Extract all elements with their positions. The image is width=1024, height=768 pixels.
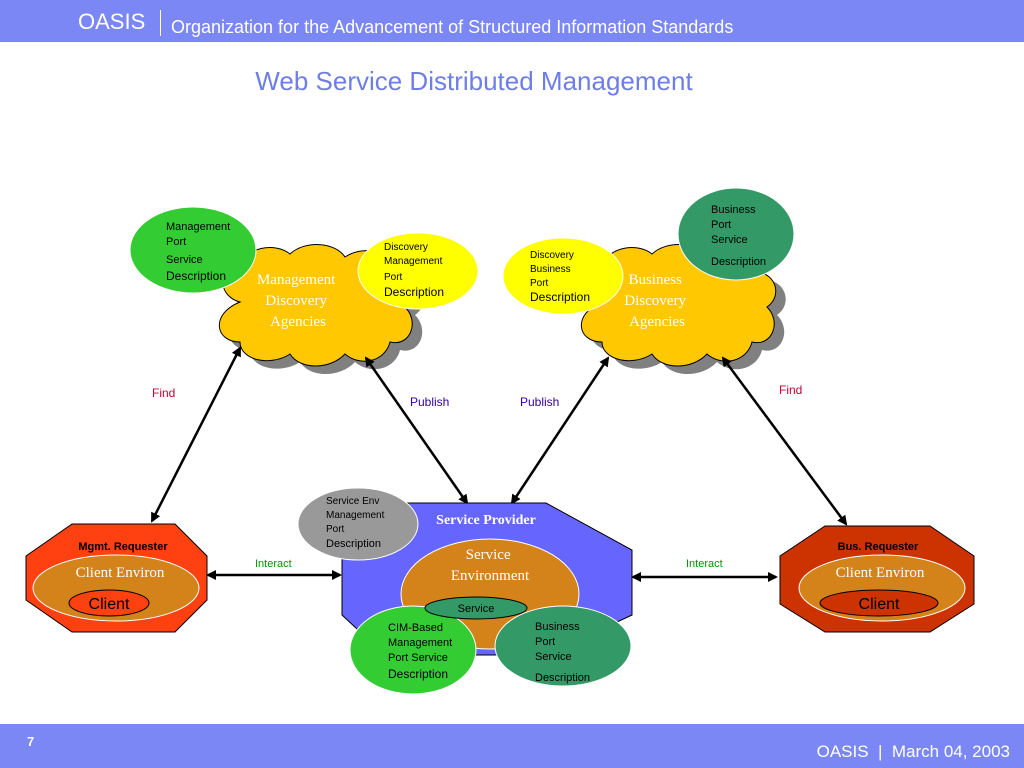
- service-environment-line: Environment: [451, 568, 530, 584]
- service-environment-line: Service: [466, 547, 511, 563]
- interact-label-left: Interact: [255, 558, 292, 570]
- bus-client-label: Client: [859, 596, 900, 613]
- discovery-business-port-description: Discovery Business Port Description: [502, 237, 624, 315]
- organization-name: Organization for the Advancement of Stru…: [171, 17, 734, 37]
- slide-title: Web Service Distributed Management: [255, 66, 693, 96]
- svg-text:Business Discovery: Business Discovery Agencies: [624, 272, 689, 330]
- interact-label-right: Interact: [686, 558, 723, 570]
- svg-text:Management Discovery: Management Discovery Agencies: [257, 272, 339, 330]
- svg-text:Service Environment: Service Environment: [451, 547, 530, 584]
- bus-client-environ-label: Client Environ: [836, 565, 925, 581]
- footer-bar: 7 OASIS | March 04, 2003: [0, 724, 1024, 768]
- page-number: 7: [27, 734, 35, 749]
- service-node: Service: [424, 596, 528, 620]
- bus-agency-line: Agencies: [629, 314, 685, 330]
- business-discovery-agencies-cloud: Business Discovery Agencies: [580, 244, 786, 374]
- svg-text:Discovery Business: Discovery Business Port Description: [530, 250, 590, 304]
- business-port-service-description-bottom: Business Port Service Description: [494, 605, 632, 687]
- discovery-management-port-description: Discovery Management Port Description: [357, 232, 479, 310]
- mgmt-requester: Mgmt. Requester Client Environ Client: [25, 523, 208, 633]
- mgmt-agency-line: Agencies: [270, 314, 326, 330]
- management-port-service-description: Management Port Service Description: [129, 206, 257, 294]
- bus-agency-line: Discovery: [624, 293, 686, 309]
- bus-agency-line: Business: [628, 272, 682, 288]
- find-label-right: Find: [779, 383, 802, 397]
- svg-text:Service: Service: [458, 603, 495, 615]
- bus-requester-title: Bus. Requester: [838, 541, 919, 553]
- service-env-management-port-description: Service Env Management Port Description: [297, 487, 419, 561]
- svg-text:CIM-Based Management: CIM-Based Management Port Service Descri…: [388, 622, 455, 681]
- svg-text:Business Port Serv: Business Port Service Description: [535, 621, 590, 684]
- footer-text: OASIS | March 04, 2003: [816, 742, 1010, 761]
- find-label-left: Find: [152, 386, 175, 400]
- mgmt-agency-line: Management: [257, 272, 336, 288]
- bus-client: [819, 589, 939, 617]
- publish-arrow-right: [510, 356, 610, 505]
- svg-text:Management Port Se: Management Port Service Description: [166, 221, 233, 283]
- mgmt-client-label: Client: [89, 596, 130, 613]
- mgmt-requester-title: Mgmt. Requester: [78, 541, 168, 553]
- publish-arrow-left: [364, 356, 469, 505]
- find-arrow-right: [721, 356, 848, 526]
- svg-text:Business Port Serv: Business Port Service Description: [711, 204, 766, 268]
- service-provider-title: Service Provider: [436, 513, 536, 528]
- oasis-logo: OASIS: [78, 9, 146, 34]
- find-arrow-left: [150, 346, 242, 523]
- header-bar: OASIS Organization for the Advancement o…: [0, 0, 1024, 42]
- header-divider: [160, 10, 161, 36]
- management-discovery-agencies-cloud: Management Discovery Agencies: [218, 244, 424, 374]
- mgmt-client: [68, 589, 150, 617]
- mgmt-client-environ-label: Client Environ: [76, 565, 165, 581]
- business-port-service-description-top: Business Port Service Description: [677, 187, 795, 281]
- publish-label-left: Publish: [410, 395, 449, 409]
- bus-requester: Bus. Requester Client Environ Client: [779, 525, 975, 633]
- mgmt-agency-line: Discovery: [265, 293, 327, 309]
- svg-text:Service Env Management: Service Env Management Port Description: [326, 496, 387, 550]
- svg-text:Discovery Management: Discovery Management Port Description: [384, 242, 445, 299]
- publish-label-right: Publish: [520, 395, 559, 409]
- cim-based-management-port-service-description: CIM-Based Management Port Service Descri…: [349, 605, 477, 695]
